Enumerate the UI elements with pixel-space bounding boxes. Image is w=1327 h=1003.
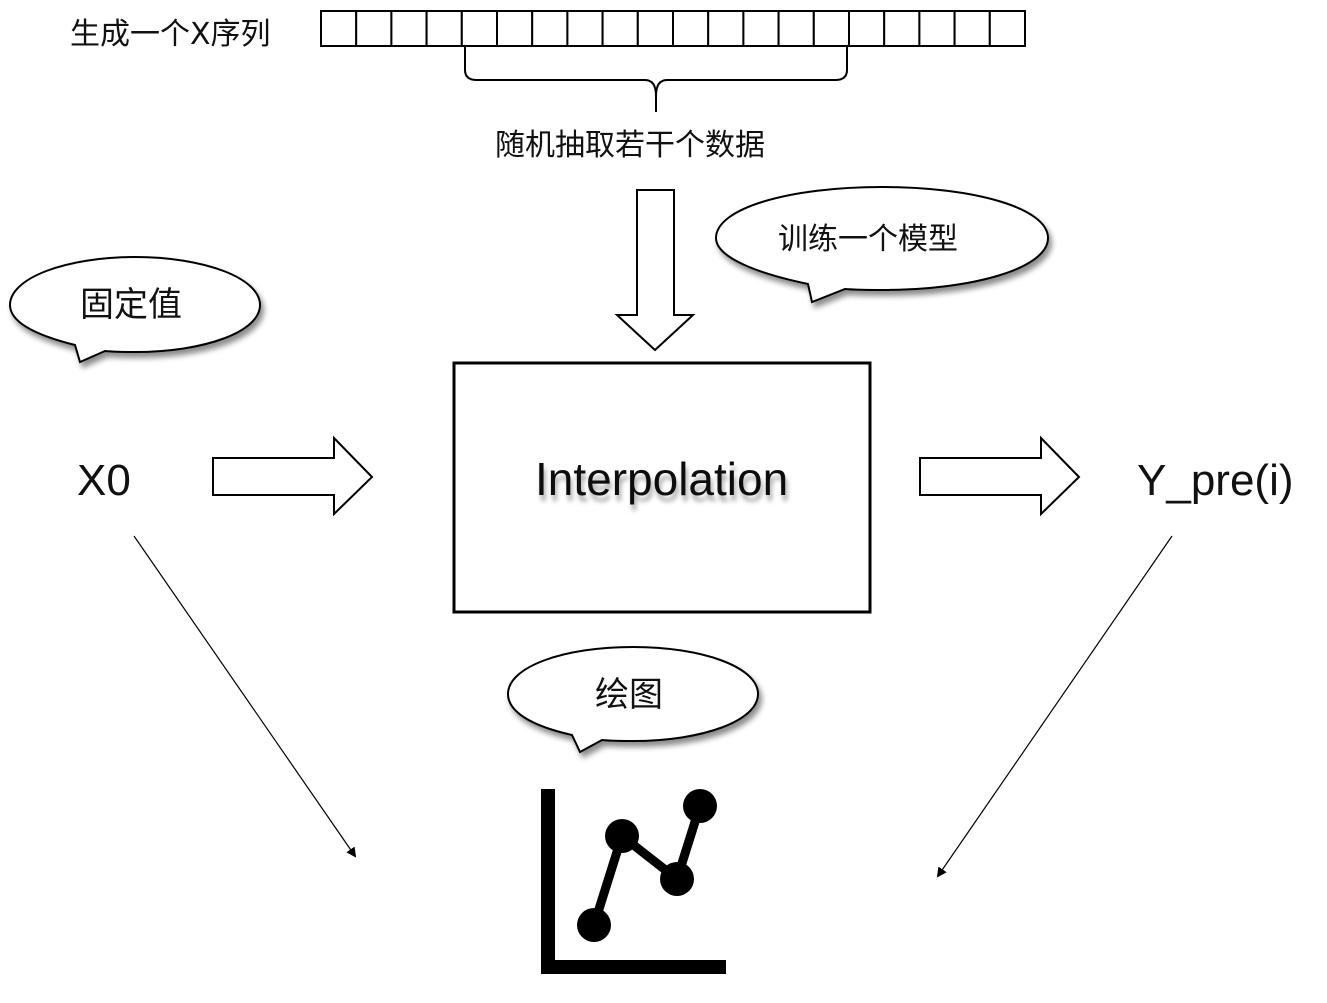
down-arrow <box>614 189 696 352</box>
model-label: Interpolation <box>535 453 788 505</box>
chart-icon-point <box>605 819 639 853</box>
chart-icon-point <box>577 908 611 942</box>
sequence-cell <box>460 10 498 47</box>
sequence-cell <box>601 10 639 47</box>
bubble-fixed-text: 固定值 <box>80 285 182 325</box>
chart-icon-point <box>660 862 694 896</box>
sequence-cell <box>390 10 428 47</box>
chart-icon-axes <box>541 789 726 974</box>
bubble-plot-text: 绘图 <box>595 675 663 715</box>
sample-brace <box>464 47 848 112</box>
sequence-cell <box>777 10 815 47</box>
chart-icon-line <box>589 804 705 927</box>
sequence-cell <box>355 10 393 47</box>
sequence-cell <box>531 10 569 47</box>
sequence-cell <box>320 10 358 47</box>
input-label: X0 <box>77 456 131 505</box>
sequence-label: 生成一个X序列 <box>70 17 271 52</box>
sequence-cell <box>812 10 850 47</box>
sequence-cell <box>566 10 604 47</box>
speech-bubble-fixed <box>8 255 262 364</box>
sequence-cell <box>496 10 534 47</box>
speech-bubble-train <box>714 185 1050 304</box>
output-label: Y_pre(i) <box>1137 456 1294 505</box>
sequence-cell <box>918 10 956 47</box>
line-chart-icon <box>541 789 726 974</box>
sequence-cell <box>953 10 991 47</box>
sample-label: 随机抽取若干个数据 <box>495 128 765 163</box>
bubble-train-text: 训练一个模型 <box>778 222 958 257</box>
sequence-cell <box>636 10 674 47</box>
model-box <box>452 361 872 614</box>
output-arrow <box>919 435 1081 517</box>
output-to-chart-arrow <box>936 535 1173 878</box>
sequence-cells <box>320 10 1026 47</box>
sequence-cell <box>883 10 921 47</box>
input-to-chart-arrow <box>133 535 357 858</box>
sequence-cell <box>672 10 710 47</box>
sequence-cell <box>425 10 463 47</box>
sequence-cell <box>988 10 1026 47</box>
sequence-cell <box>742 10 780 47</box>
chart-icon-point <box>683 789 717 823</box>
sequence-cell <box>707 10 745 47</box>
speech-bubble-plot <box>506 645 760 754</box>
input-arrow <box>212 435 374 517</box>
sequence-cell <box>848 10 886 47</box>
